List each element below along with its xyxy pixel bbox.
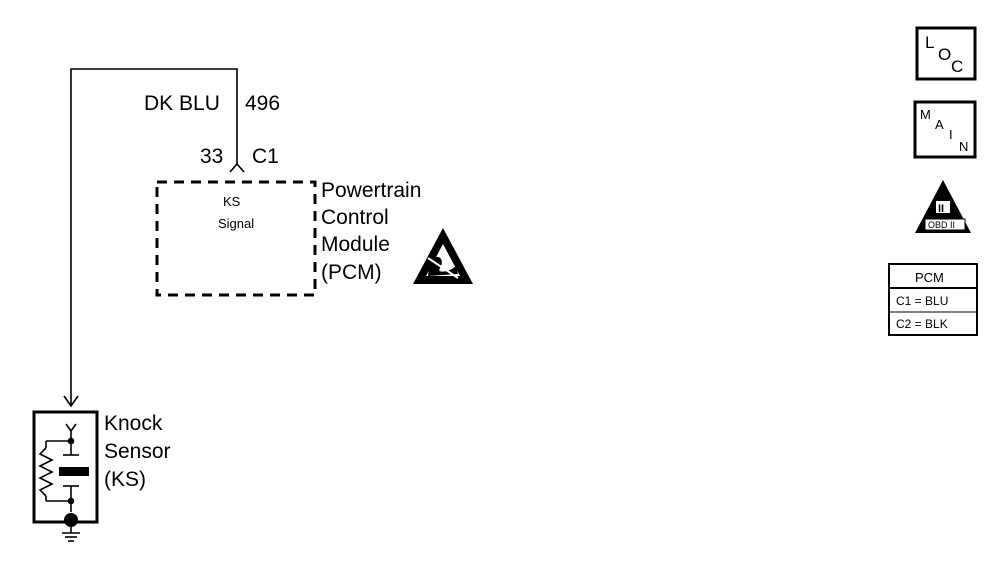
pcm-internal-label-ks: KS [223, 194, 241, 209]
pcm-module-box [155, 180, 317, 297]
loc-icon: L O C [915, 26, 977, 81]
pcm-internal-label-signal: Signal [218, 216, 254, 231]
circuit-number-label: 496 [245, 92, 280, 115]
svg-text:OBD II: OBD II [928, 220, 955, 230]
svg-text:II: II [938, 203, 944, 215]
svg-text:L: L [925, 33, 934, 52]
svg-text:N: N [959, 139, 968, 154]
connector-terminal-icon [229, 148, 245, 173]
sensor-name-line1: Knock [104, 412, 163, 435]
svg-text:O: O [938, 45, 951, 64]
legend-row-c1: C1 = BLU [896, 294, 948, 308]
pcm-name-line3: Module [321, 233, 390, 256]
svg-text:C: C [951, 57, 963, 76]
knock-sensor-element-icon [38, 423, 89, 512]
connector-legend: PCM C1 = BLU C2 = BLK [888, 263, 978, 336]
pcm-name-line2: Control [321, 206, 389, 229]
terminal-number-label: 33 [200, 145, 223, 168]
svg-text:A: A [935, 117, 944, 132]
pcm-name-line1: Powertrain [321, 179, 421, 202]
wire-arrow-icon [63, 395, 79, 408]
main-icon: M A I N [913, 100, 977, 159]
pcm-name-line4: (PCM) [321, 261, 382, 284]
ground-icon [62, 513, 80, 542]
circuit-496-wire [70, 68, 238, 406]
connector-id-label: C1 [252, 145, 279, 168]
sensor-name-line3: (KS) [104, 468, 146, 491]
legend-title: PCM [915, 270, 944, 285]
svg-text:M: M [920, 107, 931, 122]
esd-sensitive-icon [413, 228, 473, 284]
svg-text:I: I [949, 127, 953, 142]
wire-color-label: DK BLU [144, 92, 220, 115]
obd-ii-icon: II OBD II [915, 180, 971, 233]
sensor-name-line2: Sensor [104, 440, 171, 463]
legend-row-c2: C2 = BLK [896, 317, 948, 331]
